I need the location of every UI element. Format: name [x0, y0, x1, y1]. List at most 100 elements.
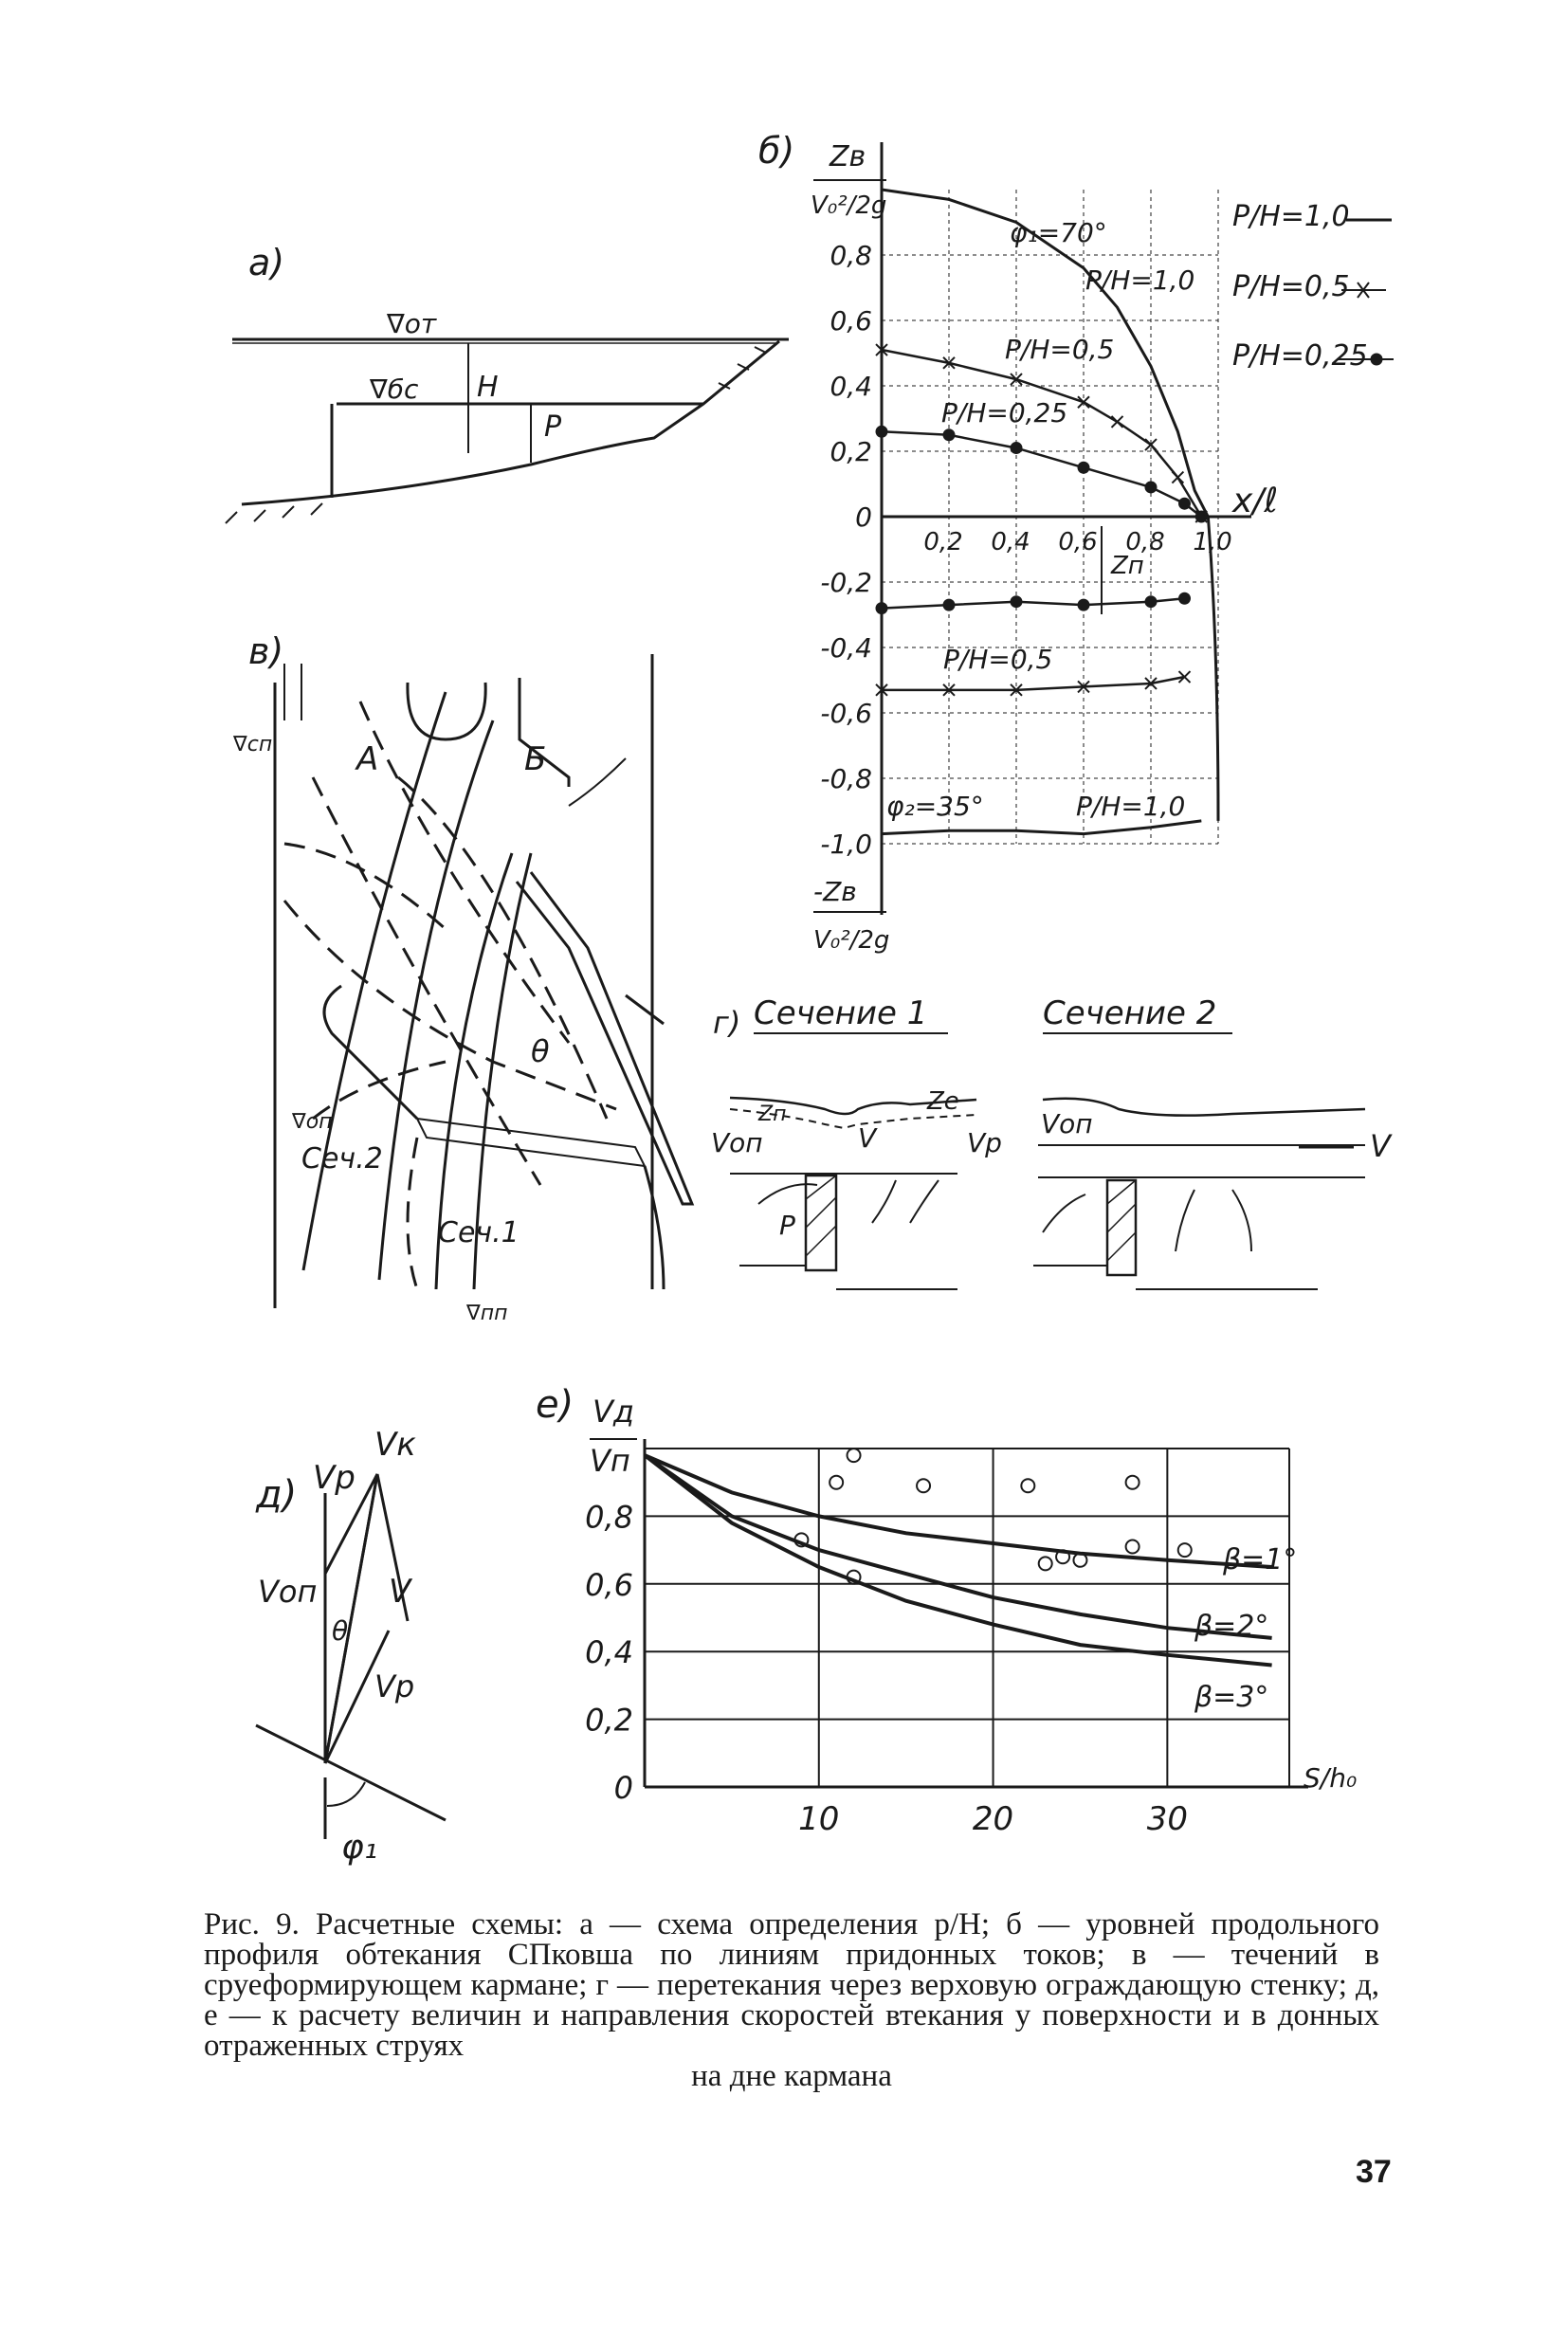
y-tick-label-9: -1,0	[820, 829, 872, 860]
y-tick-label-1: 0,6	[830, 305, 872, 337]
panel-b-label: б)	[758, 130, 794, 172]
series-2-point-1	[942, 428, 956, 442]
series-1-point-6	[1171, 470, 1185, 484]
panel-g-label: г)	[713, 1005, 740, 1041]
data-point-4	[1020, 1478, 1036, 1494]
series-2-point-0	[875, 425, 888, 438]
section-2-label: Сеч.2	[301, 1142, 383, 1176]
series-4-point-5	[1177, 670, 1192, 683]
label-B: Б	[524, 740, 546, 778]
y-tick-label-6: -0,4	[820, 632, 872, 664]
label-A: А	[355, 740, 378, 778]
series-3-point-4	[1144, 595, 1158, 609]
series-line-0	[881, 188, 1210, 518]
panel-a: а) ∇от ∇бс Н Р	[225, 242, 789, 524]
x-axis-label: x/ℓ	[1231, 482, 1278, 520]
curve-label-2: P/H=0,5	[1005, 334, 1114, 365]
series-3-point-1	[942, 598, 956, 611]
vector-v: V	[389, 1573, 413, 1611]
vector-v-op: Vоп	[258, 1574, 317, 1610]
sec2-v: V	[1370, 1128, 1393, 1164]
phi2-label: φ₂=35°	[886, 791, 984, 822]
legend-entry-1: P/H=1,0	[1232, 200, 1350, 233]
y-tick-label-e-1: 0,6	[585, 1567, 633, 1603]
angle-phi: φ₁	[341, 1828, 377, 1867]
data-point-2	[846, 1448, 862, 1464]
panel-g: г) Сечение 1 Сечение 2 Zп Zе Vоп V Vр Р …	[711, 994, 1393, 1290]
y-label-top-num: Zв	[829, 140, 866, 173]
x-tick-label-e-2: 30	[1147, 1800, 1188, 1838]
x-tick-label-e-1: 20	[973, 1800, 1013, 1838]
beta-3: β=3°	[1194, 1681, 1268, 1714]
y-label-den: Vп	[590, 1443, 630, 1479]
data-point-5	[1037, 1556, 1053, 1572]
y-tick-label-e-4: 0	[614, 1770, 633, 1806]
y-tick-label-0: 0,8	[830, 240, 872, 271]
y-tick-label-5: -0,2	[820, 567, 872, 598]
closing-curve	[1206, 516, 1220, 821]
series-2-point-5	[1178, 497, 1191, 510]
series-2-point-2	[1010, 442, 1023, 455]
y-tick-label-4: 0	[855, 501, 872, 533]
beta-curve-2	[643, 1453, 1272, 1668]
legend-entry-3: P/H=0,25	[1232, 339, 1368, 373]
sec1-p: Р	[779, 1210, 795, 1241]
zn-label: Zп	[1110, 552, 1144, 580]
phi1-label: φ₁=70°	[1010, 217, 1107, 248]
data-point-0	[793, 1532, 810, 1548]
x-tick-label-4: 1,0	[1193, 528, 1231, 556]
y-tick-label-e-0: 0,8	[585, 1499, 633, 1535]
data-point-3	[916, 1478, 932, 1494]
series-3-point-2	[1010, 595, 1023, 609]
beta-1: β=1°	[1222, 1543, 1297, 1576]
series-2-point-3	[1077, 461, 1090, 474]
data-point-1	[829, 1474, 845, 1490]
y-tick-label-e-3: 0,2	[585, 1703, 633, 1739]
series-1-point-2	[1010, 373, 1023, 386]
x-tick-label-2: 0,6	[1058, 528, 1097, 556]
panel-b: б) Zв V₀²/2g -Zв V₀²/2g x/ℓ φ₁=70° φ₂=35…	[758, 130, 1394, 955]
legend: P/H=1,0 P/H=0,5 P/H=0,25	[1232, 200, 1394, 373]
series-2-point-6	[1194, 510, 1208, 523]
sec1-v-op: Vоп	[711, 1127, 763, 1158]
series-3-point-0	[875, 602, 888, 615]
left-water-mark: ∇оп	[291, 1110, 333, 1134]
panel-e: е) Vд Vп S/h₀ β=1° β=2° β=3° 0,80,60,40,…	[536, 1383, 1357, 1838]
curve-label-3: P/H=0,25	[941, 397, 1067, 428]
sec1-v-r: Vр	[967, 1127, 1002, 1158]
series-1-point-5	[1144, 438, 1158, 451]
series-4-point-3	[1077, 680, 1090, 694]
y-label-bottom-den: V₀²/2g	[813, 926, 889, 955]
water-mark-upper: ∇от	[386, 308, 437, 339]
data-point-6	[1055, 1549, 1071, 1565]
curve-label-4: P/H=0,5	[943, 644, 1052, 675]
series-line-5	[881, 819, 1202, 836]
vector-vp2: Vр	[374, 1668, 414, 1704]
series-1-point-1	[942, 356, 956, 370]
figure-9: а) ∇от ∇бс Н Р б) Zв V₀²/2g -Zв V₀²/2g x…	[225, 130, 1394, 1867]
panel-d: д) Vр Vк Vоп θ V Vр φ₁	[255, 1426, 447, 1867]
curve-label-5: P/H=1,0	[1076, 791, 1185, 822]
y-label-num: Vд	[593, 1394, 634, 1430]
label-P: Р	[544, 410, 562, 444]
y-tick-label-2: 0,4	[830, 371, 872, 402]
series-4-point-4	[1144, 677, 1158, 690]
sec1-ze: Zе	[926, 1087, 959, 1116]
y-tick-label-7: -0,6	[820, 698, 872, 729]
series-1-point-4	[1110, 415, 1124, 428]
beta-curve-0	[644, 1453, 1272, 1569]
section-1-title: Сечение 1	[754, 994, 927, 1032]
theta-label: θ	[531, 1033, 550, 1069]
data-point-7	[1072, 1552, 1088, 1568]
series-1-point-0	[875, 343, 888, 356]
vector-vk: Vк	[374, 1426, 416, 1464]
sec1-zn: Zп	[757, 1103, 786, 1126]
x-tick-label-1: 0,4	[991, 528, 1030, 556]
sec2-v-op: Vоп	[1041, 1108, 1093, 1139]
label-H: Н	[477, 371, 499, 404]
legend-entry-2: P/H=0,5	[1232, 270, 1350, 303]
panel-v-label: в)	[248, 630, 283, 672]
vector-vr: Vр	[313, 1459, 356, 1497]
data-point-11	[846, 1569, 862, 1585]
